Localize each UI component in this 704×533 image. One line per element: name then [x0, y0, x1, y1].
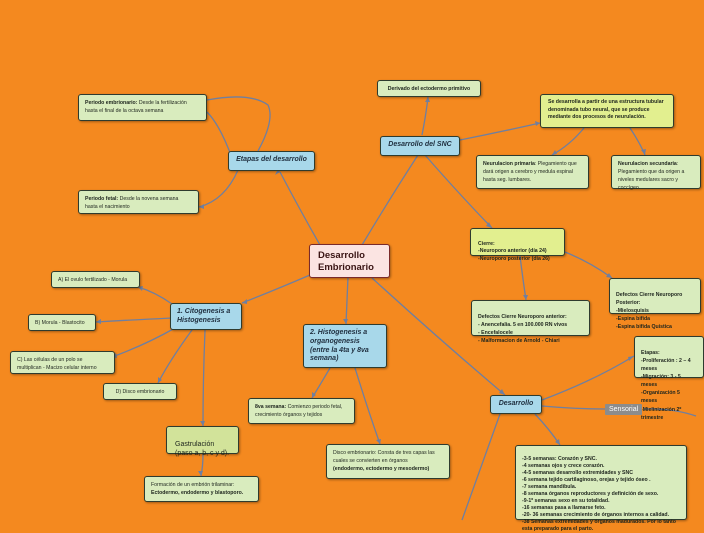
node-morula-blastocito[interactable]: B) Morula - Blastocito: [28, 314, 96, 331]
link-central-histogenesis: [345, 276, 349, 325]
link-cito-gastrulacion: [202, 329, 206, 427]
defectos-anterior-text: Defectos Cierre Neuroporo anterior: - An…: [478, 314, 568, 345]
link-etapas-fetal: [198, 169, 239, 208]
link-cito-celulas: [111, 327, 176, 358]
node-periodo-fetal[interactable]: Periodo fetal: Desde la novena semana ha…: [78, 190, 199, 214]
neurulacion-primaria-title: Neurulacion primaria: [483, 161, 535, 167]
node-celulas-polo[interactable]: C) Las células de un polo se multiplican…: [10, 351, 115, 374]
semana8-text: Comienzo periodo fetal, crecimiento órga…: [255, 404, 343, 419]
morula-text: B) Morula - Blastocito: [35, 320, 85, 326]
node-formacion-trilaminar[interactable]: Formación de un embrión trilaminar: Ectod…: [144, 476, 259, 502]
link-sensorial-right: [643, 408, 697, 417]
derivado-text: Derivado del ectodermo primitivo: [387, 86, 471, 92]
topic-desarrollo-label: Desarrollo: [498, 400, 534, 407]
central-topic-label: Desarrollo Embrionario: [318, 250, 374, 273]
link-histo-disco: [354, 367, 381, 445]
node-disco-trilaminar[interactable]: Disco embrionario: Consta de tres capas …: [326, 444, 450, 479]
disco-trilaminar-bold: (endodermo, ectodermo y mesodermo): [333, 466, 430, 473]
gastrulacion-text: Gastrulación (paso a, b, c y d).: [175, 441, 230, 458]
topic-desarrollo[interactable]: Desarrollo: [490, 395, 542, 414]
celulas-text: C) Las células de un polo se multiplican…: [17, 357, 97, 372]
formacion-text: Formación de un embrión trilaminar:: [151, 482, 235, 488]
sensorial-label[interactable]: Sensorial: [605, 404, 643, 415]
node-gastrulacion[interactable]: Gastrulación (paso a, b, c y d).: [166, 426, 239, 458]
topic-etapas-label: Etapas del desarrollo: [236, 156, 307, 163]
topic-snc-label: Desarrollo del SNC: [388, 141, 452, 148]
topic-histogenesis-label: 2. Histogenesis a organogenesis (entre l…: [310, 329, 369, 363]
defectos-posterior-text: Defectos Cierre Neuroporo Posterior: -Mi…: [616, 292, 683, 331]
node-neurulacion-secundaria[interactable]: Neurulacion secundaria: Plegamiento que …: [611, 155, 701, 192]
tubo-neural-text: Se desarrolla a partir de una estructura…: [548, 99, 664, 121]
link-desarrollo-semanas: [534, 413, 561, 446]
link-desarrollo-etapas: [541, 355, 635, 401]
node-etapas-list[interactable]: Etapas: -Proliferación : 2 – 4 meses -Mi…: [634, 336, 704, 421]
link-desarrollo-sensorial: [541, 405, 607, 410]
neurulacion-secundaria-text: : Plegamiento que da origen a niveles me…: [618, 161, 685, 192]
link-central-citogenesis: [241, 274, 311, 304]
formacion-bold: Ectodermo, endodermo y blastoporo.: [151, 490, 244, 497]
node-8va-semana[interactable]: 8va semana: Comienzo periodo fetal, crec…: [248, 398, 355, 424]
etapas-list-text: Etapas: -Proliferación : 2 – 4 meses -Mi…: [641, 350, 691, 421]
neurulacion-secundaria-title: Neurulacion secundaria: [618, 161, 677, 167]
node-defectos-posterior[interactable]: Defectos Cierre Neuroporo Posterior: -Mi…: [609, 278, 701, 330]
topic-histogenesis[interactable]: 2. Histogenesis a organogenesis (entre l…: [303, 324, 387, 368]
periodo-fetal-title: Periodo fetal:: [85, 196, 119, 202]
link-cito-ovulo: [137, 286, 173, 305]
link-cito-disco: [157, 329, 193, 384]
disco-text: D) Disco embrionario: [115, 389, 165, 395]
link-central-etapas: [279, 171, 321, 246]
periodo-embrionario-text: Desde la fertilización hasta el final de…: [85, 100, 187, 115]
link-snc-placa: [459, 122, 541, 141]
semanas-text: -3-5 semanas: Corazón y SNC. -4 semanas …: [522, 456, 676, 533]
node-ovulo-fertilizado[interactable]: A) El ovulo fertilizado - Morula: [51, 271, 140, 288]
link-histo-8va: [311, 367, 331, 399]
periodo-fetal-text: Desde la novena semana hasta el nacimien…: [85, 196, 179, 211]
periodo-embrionario-title: Periodo embrionario:: [85, 100, 138, 106]
node-defectos-anterior[interactable]: Defectos Cierre Neuroporo anterior: - An…: [471, 300, 590, 344]
node-cierre[interactable]: Cierre: -Neuroporo anterior (día 24) -Ne…: [470, 228, 565, 262]
node-tubo-neural[interactable]: Se desarrolla a partir de una estructura…: [540, 94, 674, 128]
link-central-desarrollo: [371, 277, 506, 396]
link-snc-cierre: [424, 154, 493, 229]
node-periodo-embrionario[interactable]: Periodo embrionario: Desde la fertilizac…: [78, 94, 207, 121]
sensorial-text: Sensorial: [609, 406, 639, 413]
topic-desarrollo-snc[interactable]: Desarrollo del SNC: [380, 136, 460, 156]
topic-etapas-desarrollo[interactable]: Etapas del desarrollo: [228, 151, 315, 171]
ovulo-text: A) El ovulo fertilizado - Morula: [58, 277, 128, 283]
central-topic[interactable]: Desarrollo Embrionario: [309, 244, 390, 278]
link-placa-primaria: [551, 127, 585, 156]
semana8-title: 8va semana:: [255, 404, 287, 410]
link-snc-derivado: [421, 96, 429, 136]
cierre-text: Cierre: -Neuroporo anterior (día 24) -Ne…: [478, 240, 550, 262]
link-cito-morula: [95, 317, 173, 323]
node-semanas[interactable]: -3-5 semanas: Corazón y SNC. -4 semanas …: [515, 445, 687, 532]
link-etapas-embrionario-curve: [206, 96, 271, 152]
node-disco-embrionario[interactable]: D) Disco embrionario: [103, 383, 177, 400]
node-derivado-ectodermo[interactable]: Derivado del ectodermo primitivo: [377, 80, 481, 97]
topic-citogenesis-label: 1. Citogenesis a Histogenesis: [177, 308, 231, 324]
neurulacion-primaria-text: : Plegamiento que dará origen a cerebro …: [483, 161, 577, 184]
mind-map-canvas: Desarrollo Embrionario Etapas del desarr…: [10, 80, 704, 532]
topic-citogenesis[interactable]: 1. Citogenesis a Histogenesis: [170, 303, 242, 330]
link-desarrollo-down: [461, 413, 501, 521]
link-cierre-posterior: [564, 251, 613, 279]
link-central-snc: [361, 154, 419, 246]
disco-trilaminar-text: Disco embrionario: Consta de tres capas …: [333, 450, 435, 465]
node-neurulacion-primaria[interactable]: Neurulacion primaria: Plegamiento que da…: [476, 155, 589, 189]
